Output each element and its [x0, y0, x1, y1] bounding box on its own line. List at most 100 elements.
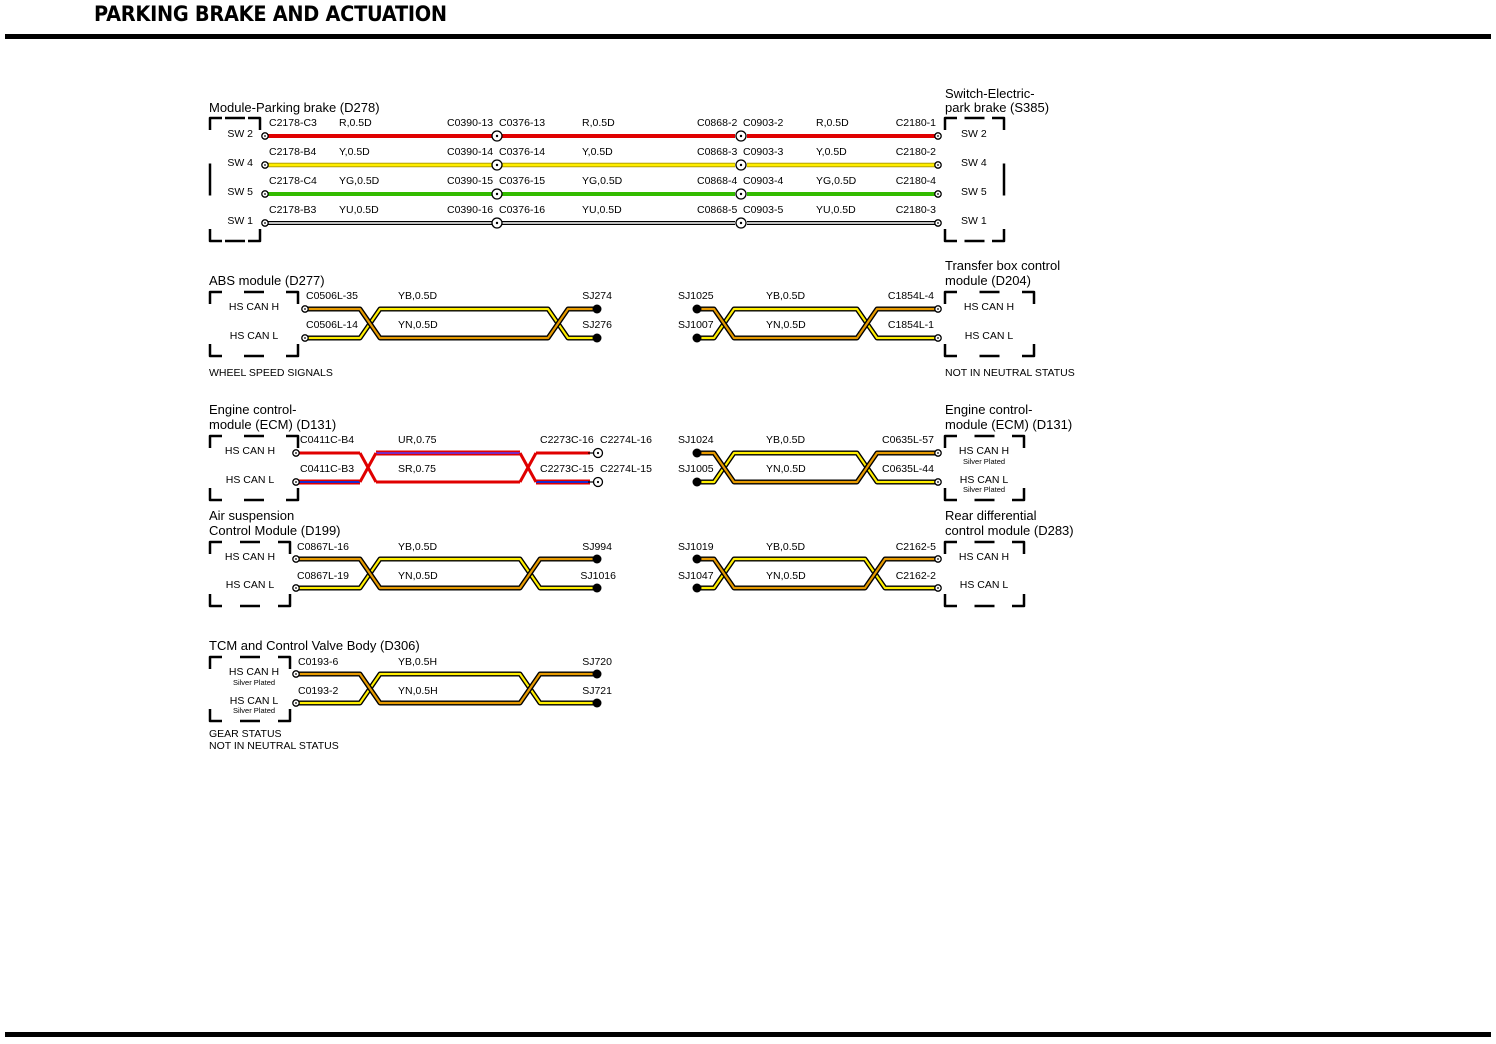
abs-wire-low: YN,0.5D	[398, 319, 438, 331]
park-connector-label: C0376-13	[499, 117, 545, 129]
rear-wire-low: YN,0.5D	[766, 570, 806, 582]
park-inline-connector	[739, 134, 743, 138]
module-corner	[208, 434, 222, 448]
module-corner	[1012, 540, 1026, 554]
ecm-right-pin-high: HS CAN H	[959, 445, 1009, 457]
ecm-right-title: module (ECM) (D131)	[945, 417, 1072, 432]
module-corner	[248, 116, 262, 130]
ecm-right-wire-low: YN,0.5D	[766, 463, 806, 475]
park-connector-label: C0903-3	[743, 146, 783, 158]
park-left-pin: SW 5	[227, 186, 253, 198]
module-corner	[208, 116, 222, 130]
park-inline-connector	[495, 163, 499, 167]
module-corner	[1012, 594, 1026, 608]
park-right-terminal	[937, 164, 939, 166]
park-wire-label: R,0.5D	[339, 117, 372, 129]
ecm-right-title: Engine control-	[945, 402, 1032, 417]
abs-connector-low: C0506L-14	[306, 319, 358, 331]
abs-wire-high: YB,0.5D	[398, 290, 438, 302]
module-corner	[943, 488, 957, 502]
park-connector-label: C0376-16	[499, 204, 545, 216]
ecm-left-connector3-low: C2274L-15	[600, 463, 652, 475]
module-corner	[286, 344, 300, 358]
ecm-right-terminal-high	[937, 452, 939, 454]
tbox-splice-high	[692, 304, 702, 314]
park-inline-connector	[739, 192, 743, 196]
module-corner	[248, 229, 262, 243]
tcm-pin-low: HS CAN L	[230, 695, 279, 707]
tcm-module-box	[208, 655, 292, 723]
tbox-pin-high: HS CAN H	[964, 301, 1014, 313]
tcm-can-high-wire	[296, 671, 597, 706]
tbox-can-low-wire	[697, 307, 938, 340]
module-corner	[943, 434, 957, 448]
park-wire-label: Y,0.5D	[816, 146, 847, 158]
ecm-left-connector-low: C0411C-B3	[300, 463, 354, 475]
rear-can-high-wire	[697, 557, 938, 590]
park-connector-label: C0903-2	[743, 117, 783, 129]
park-wire-label: Y,0.5D	[339, 146, 370, 158]
tbox-splice-label-high: SJ1025	[678, 290, 714, 302]
air-splice-label-high: SJ994	[582, 541, 612, 553]
tbox-module-title: Transfer box control	[945, 258, 1060, 273]
module-corner	[278, 655, 292, 669]
abs-splice-high	[592, 304, 602, 314]
air-splice-low	[592, 583, 602, 593]
footer-rule	[5, 1032, 1491, 1037]
tbox-connector-high: C1854L-4	[888, 290, 934, 302]
park-left-pin: SW 4	[227, 157, 253, 169]
module-corner	[278, 594, 292, 608]
park-inline-connector	[495, 192, 499, 196]
park-connector-label: C0868-5	[697, 204, 737, 216]
park-connector-label: C0390-13	[447, 117, 493, 129]
rear-splice-high	[692, 554, 702, 564]
ecm-right-can-high-wire	[697, 451, 938, 484]
ecm-right-pin-high-note: Silver Plated	[963, 457, 1005, 466]
park-wire-label: YU,0.5D	[339, 204, 379, 216]
park-left-terminal	[264, 135, 266, 137]
module-corner	[286, 488, 300, 502]
ecm-left-twist	[358, 452, 378, 483]
park-right-terminal	[937, 193, 939, 195]
park-connector-label: C0376-14	[499, 146, 545, 158]
park-connector-label: C0390-14	[447, 146, 493, 158]
rear-pin-low: HS CAN L	[960, 579, 1009, 591]
park-connector-label: C2178-C4	[269, 175, 317, 187]
abs-can-high-wire	[305, 307, 597, 340]
park-right-pin: SW 4	[961, 157, 987, 169]
tbox-note: NOT IN NEUTRAL STATUS	[945, 367, 1075, 379]
tbox-pin-low: HS CAN L	[965, 330, 1014, 342]
module-corner	[278, 709, 292, 723]
ecm-left-wire-high: UR,0.75	[398, 434, 437, 446]
ecm-left-pin-high: HS CAN H	[225, 445, 275, 457]
park-left-module-box	[208, 116, 262, 243]
module-corner	[208, 540, 222, 554]
park-right-module-box	[943, 116, 1006, 243]
ecm-right-wire-high: YB,0.5D	[766, 434, 806, 446]
park-left-pin: SW 2	[227, 128, 253, 140]
tcm-terminal-low	[295, 702, 297, 704]
ecm-right-can-low-wire	[697, 451, 938, 484]
park-left-module-title: Module-Parking brake (D278)	[209, 100, 380, 115]
park-wire-label: YG,0.5D	[816, 175, 857, 187]
air-connector-high: C0867L-16	[297, 541, 349, 553]
ecm-left-connector2-low: C2273C-15	[540, 463, 594, 475]
tbox-connector-low: C1854L-1	[888, 319, 934, 331]
park-connector-label: C0903-4	[743, 175, 783, 187]
park-inline-connector	[739, 163, 743, 167]
ecm-right-connector-high: C0635L-57	[882, 434, 934, 446]
rear-splice-label-low: SJ1047	[678, 570, 714, 582]
ecm-left-connector3-high: C2274L-16	[600, 434, 652, 446]
air-can-low-wire	[296, 557, 597, 590]
park-wire-label: Y,0.5D	[582, 146, 613, 158]
park-left-terminal	[264, 193, 266, 195]
tbox-splice-low	[692, 333, 702, 343]
abs-splice-label-low: SJ276	[582, 319, 612, 331]
park-connector-label: C2180-4	[896, 175, 936, 187]
park-connector-label: C2178-B4	[269, 146, 316, 158]
ecm-left-wire-low: SR,0.75	[398, 463, 436, 475]
ecm-right-module-box	[943, 434, 1026, 502]
tbox-terminal-high	[937, 308, 939, 310]
ecm-left-pin-low: HS CAN L	[226, 474, 275, 486]
